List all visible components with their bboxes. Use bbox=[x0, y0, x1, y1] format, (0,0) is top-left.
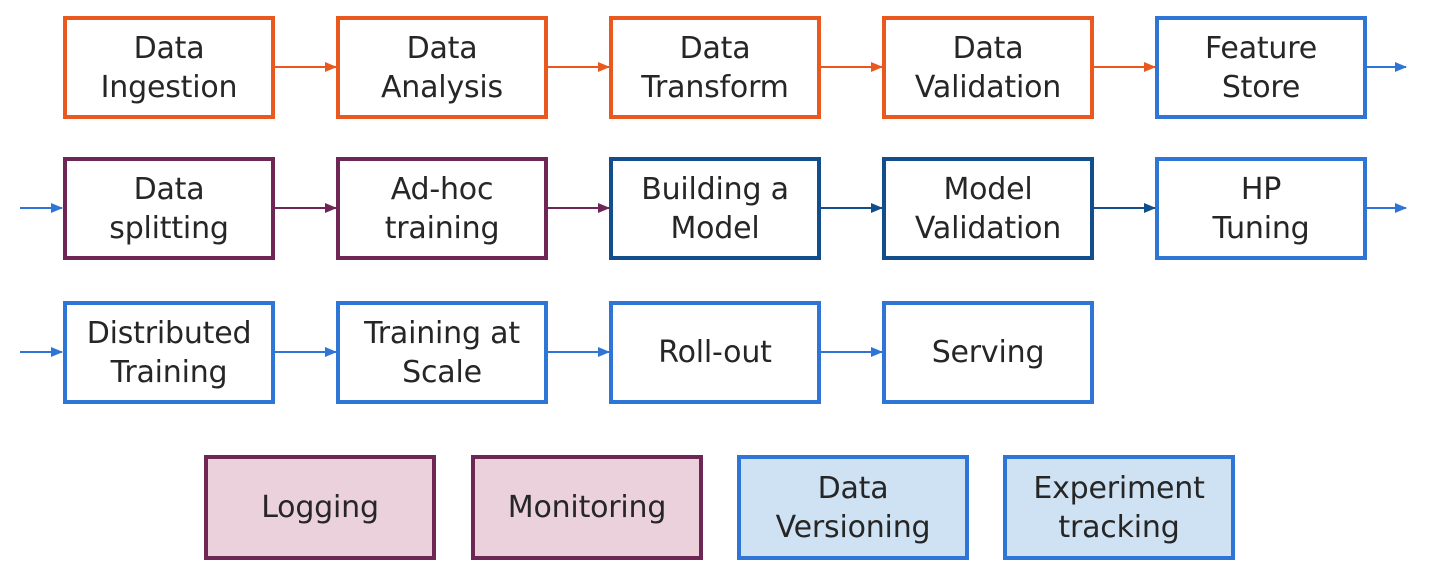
node-label: Experiment tracking bbox=[1033, 470, 1205, 545]
node-feature-store: Feature Store bbox=[1155, 16, 1367, 119]
node-roll-out: Roll-out bbox=[609, 301, 821, 404]
node-data-analysis: Data Analysis bbox=[336, 16, 548, 119]
node-label: Building a Model bbox=[641, 171, 789, 246]
node-building-a-model: Building a Model bbox=[609, 157, 821, 260]
node-label: Feature Store bbox=[1205, 30, 1317, 105]
node-label: Data Analysis bbox=[380, 30, 503, 105]
node-label: Data Transform bbox=[641, 30, 789, 105]
node-label: Data Validation bbox=[914, 30, 1062, 105]
node-data-validation: Data Validation bbox=[882, 16, 1094, 119]
node-experiment-tracking: Experiment tracking bbox=[1003, 455, 1235, 560]
node-distributed-training: Distributed Training bbox=[63, 301, 275, 404]
node-monitoring: Monitoring bbox=[471, 455, 703, 560]
node-label: Data Ingestion bbox=[100, 30, 238, 105]
node-label: HP Tuning bbox=[1212, 171, 1310, 246]
node-adhoc-training: Ad-hoc training bbox=[336, 157, 548, 260]
node-logging: Logging bbox=[204, 455, 436, 560]
node-data-ingestion: Data Ingestion bbox=[63, 16, 275, 119]
node-hp-tuning: HP Tuning bbox=[1155, 157, 1367, 260]
node-label: Serving bbox=[931, 335, 1045, 370]
node-label: Training at Scale bbox=[364, 315, 520, 390]
node-data-transform: Data Transform bbox=[609, 16, 821, 119]
node-data-versioning: Data Versioning bbox=[737, 455, 969, 560]
node-model-validation: Model Validation bbox=[882, 157, 1094, 260]
node-label: Distributed Training bbox=[86, 315, 252, 390]
node-training-at-scale: Training at Scale bbox=[336, 301, 548, 404]
node-label: Monitoring bbox=[507, 490, 667, 525]
node-label: Data Versioning bbox=[775, 470, 931, 545]
node-data-splitting: Data splitting bbox=[63, 157, 275, 260]
node-label: Roll-out bbox=[658, 335, 772, 370]
node-label: Logging bbox=[261, 490, 379, 525]
node-label: Ad-hoc training bbox=[384, 171, 500, 246]
node-label: Data splitting bbox=[109, 171, 229, 246]
node-label: Model Validation bbox=[914, 171, 1062, 246]
node-serving: Serving bbox=[882, 301, 1094, 404]
